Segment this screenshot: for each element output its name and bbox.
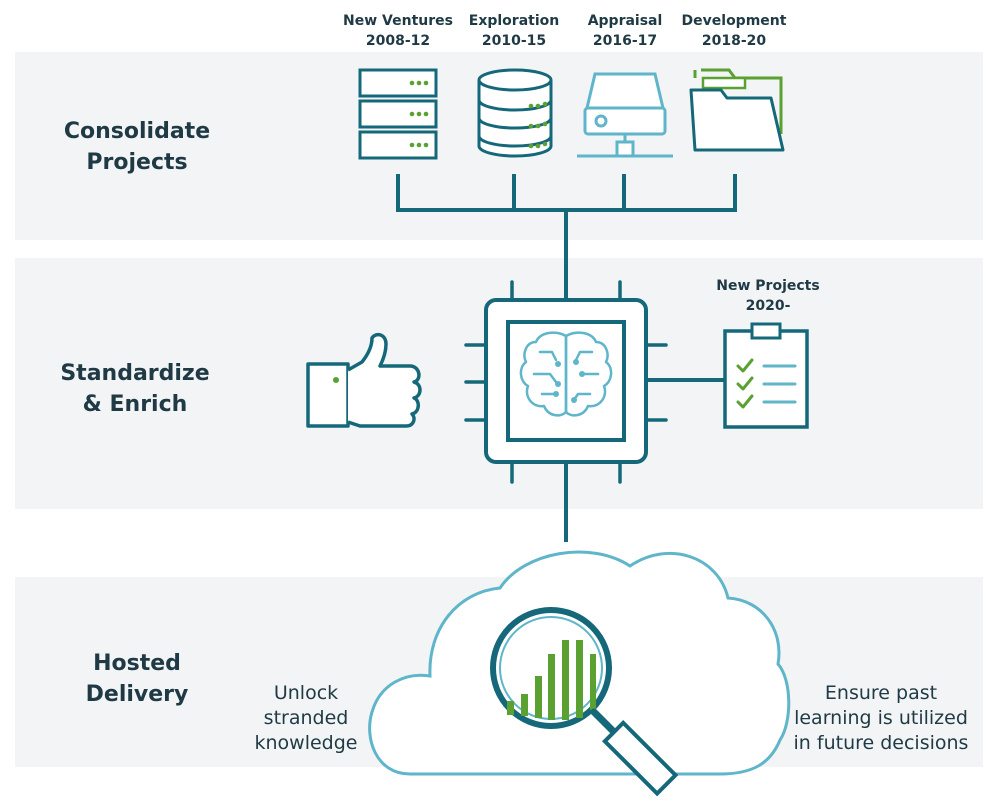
database-icon [477, 68, 553, 158]
thumbs-up-icon [306, 332, 422, 428]
clipboard-checklist-icon [723, 322, 809, 429]
network-drive-icon [577, 72, 673, 158]
magnifier-chart-icon [490, 607, 679, 797]
ai-chip-brain-icon [464, 280, 668, 484]
thumb-dot [333, 377, 339, 383]
connector-lines [396, 174, 737, 542]
folder-icon [689, 68, 785, 152]
stage-label-standardize: Standardize& Enrich [60, 361, 210, 417]
server-rack-icon [358, 68, 438, 160]
